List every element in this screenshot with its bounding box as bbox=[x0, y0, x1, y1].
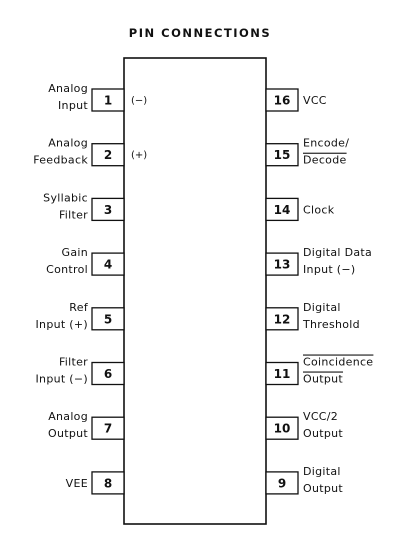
pin-label-line: Input (+) bbox=[36, 318, 88, 331]
pin-15: 15 Encode/Decode bbox=[265, 137, 349, 167]
pin-box bbox=[265, 307, 299, 331]
pin-box bbox=[265, 197, 299, 222]
pin-number: 3 bbox=[104, 203, 112, 217]
pin-box bbox=[265, 416, 299, 440]
pin-number: 6 bbox=[104, 367, 112, 381]
pin-label-line: Gain bbox=[62, 246, 89, 259]
pin-label-line: Control bbox=[46, 263, 88, 276]
pin-label-line: Digital Data bbox=[303, 246, 372, 259]
pin-label-line: VCC/2 bbox=[303, 410, 338, 423]
pin-label-line: Ref bbox=[69, 301, 89, 314]
pin-box bbox=[265, 361, 299, 386]
pin-box bbox=[265, 143, 299, 167]
pin-label-line: Feedback bbox=[33, 154, 88, 167]
pin-label-line: Clock bbox=[303, 203, 335, 216]
pin-label-line: Digital bbox=[303, 465, 341, 478]
pin-box bbox=[265, 88, 299, 112]
pin-box bbox=[265, 252, 299, 276]
pin-label-line: Coincidence bbox=[303, 356, 373, 369]
pin-box bbox=[91, 416, 125, 440]
pin-label-line: Analog bbox=[48, 137, 88, 150]
pin-label-line: Syllabic bbox=[43, 191, 88, 204]
pin-group: 1AnalogInput(−)2AnalogFeedback(+)3Syllab… bbox=[33, 82, 373, 495]
polarity-label: (+) bbox=[131, 150, 147, 161]
pin-number: 14 bbox=[274, 203, 291, 217]
pin-number: 5 bbox=[104, 312, 112, 326]
pin-label-line: Output bbox=[303, 373, 343, 386]
pin-label-line: Threshold bbox=[302, 318, 360, 331]
pin-label-line: Filter bbox=[59, 356, 88, 369]
pin-label-line: Filter bbox=[59, 208, 88, 221]
chip-body bbox=[123, 57, 267, 525]
pin-label-line: Output bbox=[303, 482, 343, 495]
pin-label-line: Output bbox=[48, 427, 88, 440]
pin-label-line: Decode bbox=[303, 154, 347, 167]
pin-label-line: Input (−) bbox=[303, 263, 355, 276]
pin-number: 1 bbox=[104, 94, 112, 108]
pin-box bbox=[91, 143, 125, 167]
pin-box bbox=[91, 471, 125, 495]
pin-number: 11 bbox=[274, 367, 291, 381]
pin-label-line: Analog bbox=[48, 410, 88, 423]
pin-number: 8 bbox=[104, 476, 112, 490]
pin-number: 4 bbox=[104, 258, 112, 272]
pin-number: 9 bbox=[278, 476, 286, 490]
pin-8: 8 VEE bbox=[66, 471, 125, 495]
pin-box bbox=[265, 471, 299, 495]
pin-14: 14 Clock bbox=[265, 197, 335, 222]
pin-label-line: Digital bbox=[303, 301, 341, 314]
pin-number: 7 bbox=[104, 422, 112, 436]
pin-label-line: Output bbox=[303, 427, 343, 440]
pin-box bbox=[91, 88, 125, 112]
pin-box bbox=[91, 307, 125, 331]
pin-box bbox=[91, 197, 125, 222]
pin-number: 13 bbox=[274, 258, 291, 272]
pin-number: 15 bbox=[274, 148, 291, 162]
pin-16: 16 VCC bbox=[265, 88, 327, 112]
pin-number: 12 bbox=[274, 312, 291, 326]
pin-label-line: Input (−) bbox=[36, 373, 88, 386]
diagram-title: PIN CONNECTIONS bbox=[129, 26, 271, 40]
pin-number: 16 bbox=[274, 94, 291, 108]
pin-label-line: VEE bbox=[66, 477, 88, 490]
pin-label-line: Encode/ bbox=[303, 137, 349, 150]
pin-number: 10 bbox=[274, 422, 291, 436]
pin-label-line: Input bbox=[58, 99, 88, 112]
pin-label-line: Analog bbox=[48, 82, 88, 95]
pin-box bbox=[91, 252, 125, 276]
pin-label-line: VCC bbox=[303, 94, 327, 107]
polarity-label: (−) bbox=[131, 96, 147, 107]
pin-number: 2 bbox=[104, 148, 112, 162]
pin-box bbox=[91, 361, 125, 386]
